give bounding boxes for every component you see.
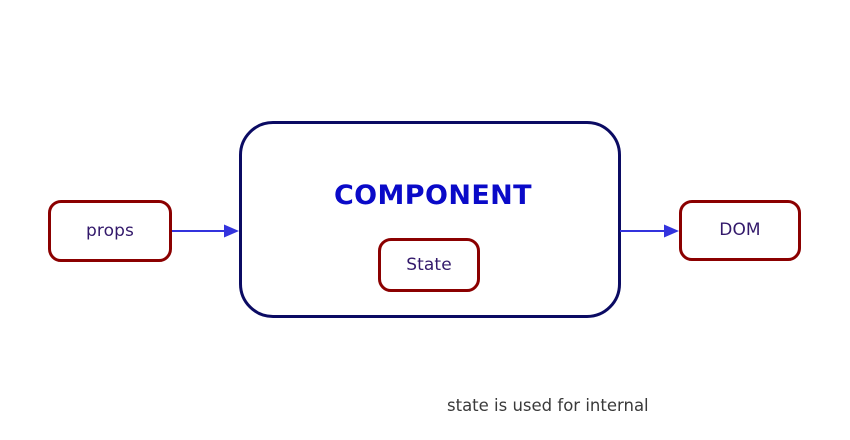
node-state-label: State: [406, 254, 452, 275]
node-dom[interactable]: DOM: [679, 200, 801, 261]
caption-line-1: state is used for internal: [447, 396, 649, 415]
arrow-component-to-dom: [620, 221, 680, 241]
node-state[interactable]: State: [378, 238, 480, 292]
component-title: COMPONENT: [333, 180, 533, 211]
arrow-props-to-component-icon: [172, 224, 239, 238]
arrow-props-to-component: [172, 221, 240, 241]
node-props[interactable]: props: [48, 200, 172, 262]
node-component[interactable]: COMPONENT: [239, 121, 621, 318]
node-dom-label: DOM: [719, 220, 761, 240]
arrow-component-to-dom-icon: [620, 224, 679, 238]
caption-block: state is used for internal communication…: [447, 353, 807, 440]
node-props-label: props: [86, 220, 134, 241]
